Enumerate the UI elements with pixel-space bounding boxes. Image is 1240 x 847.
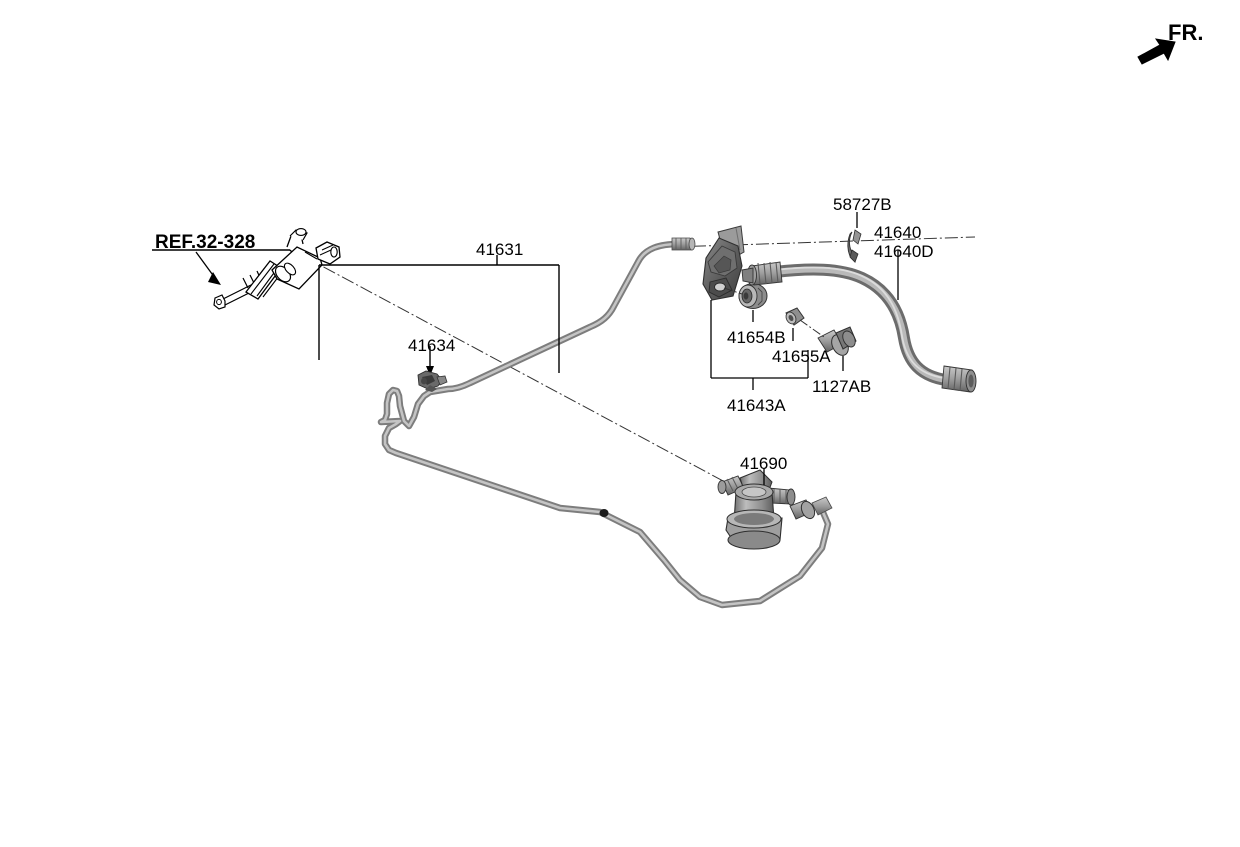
leader-bracket-41643a bbox=[710, 300, 809, 390]
flange-bolt-1127ab bbox=[799, 319, 857, 371]
bushing-small-41655a bbox=[785, 307, 805, 341]
clutch-tube-41631 bbox=[377, 237, 833, 609]
hose-fitting-right bbox=[941, 365, 977, 393]
label-41634: 41634 bbox=[408, 336, 456, 355]
label-41654b: 41654B bbox=[727, 328, 786, 347]
label-front-direction: FR. bbox=[1168, 20, 1204, 45]
clutch-hose-41640 bbox=[741, 250, 977, 393]
release-cylinder-bolt bbox=[789, 499, 816, 520]
tube-clip-41634 bbox=[417, 346, 448, 392]
leader-bracket-41631 bbox=[318, 255, 560, 373]
clutch-release-cylinder-41690 bbox=[717, 468, 816, 550]
label-41631: 41631 bbox=[476, 240, 524, 259]
hose-bracket-41643a bbox=[702, 225, 745, 301]
label-41690: 41690 bbox=[740, 454, 788, 473]
label-41643a: 41643A bbox=[727, 396, 786, 415]
label-58727b: 58727B bbox=[833, 195, 892, 214]
assembly-axis-master-to-release bbox=[304, 256, 741, 491]
front-direction-arrow-icon bbox=[1137, 38, 1176, 65]
label-ref-32-328: REF.32-328 bbox=[155, 232, 256, 253]
label-41640d: 41640D bbox=[874, 242, 934, 261]
label-41640: 41640 bbox=[874, 223, 922, 242]
hose-fitting-left bbox=[741, 261, 783, 286]
tube-end-fitting-upper bbox=[671, 237, 696, 251]
label-1127ab: 1127AB bbox=[812, 377, 872, 396]
hose-retainer-clip-58727b bbox=[847, 212, 862, 263]
label-41655a: 41655A bbox=[772, 347, 831, 366]
